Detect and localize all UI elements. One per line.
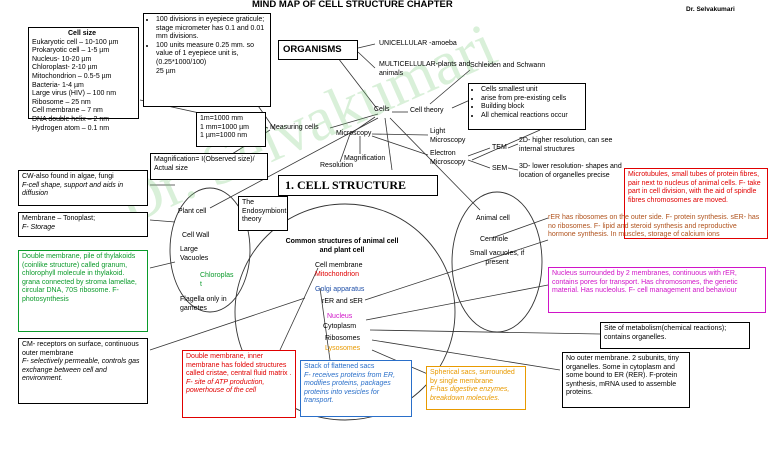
animal-cell-label: Animal cell — [476, 215, 510, 222]
cell-size-line: DNA double helix – 2 nm — [32, 115, 110, 123]
cell-size-line: Hydrogen atom – 0.1 nm — [32, 124, 110, 132]
cell-size-heading: Cell size — [68, 30, 97, 37]
cell-theory-node: Cell theory — [410, 107, 444, 114]
plant-cell-label: Plant cell — [178, 208, 207, 215]
multicellular-label: MULTICELLULAR-plants and animals — [379, 61, 471, 77]
golgi-note: Stack of flattened sacs F- receives prot… — [300, 360, 412, 417]
common-er: rER and sER — [322, 298, 363, 305]
mitochondrion-note: Double membrane, inner membrane has fold… — [182, 350, 296, 418]
golgi-note-function: F- receives proteins from ER, modifies p… — [304, 371, 396, 405]
cell-wall-note-function: F-cell shape, support and aids in diffus… — [22, 181, 124, 198]
lysosomes-note: Spherical sacs, surrounded by single mem… — [426, 366, 526, 410]
tem-description: 2D- higher resolution, can see internal … — [519, 137, 613, 153]
light-microscopy-node: Light Microscopy — [430, 128, 466, 144]
common-nucleus: Nucleus — [327, 313, 353, 320]
cell-size-line: Bacteria- 1-4 µm — [32, 81, 84, 89]
common-ribosomes: Ribosomes — [325, 335, 361, 342]
cell-theory-point: Building block — [481, 103, 582, 112]
electron-microscopy-node: Electron Microscopy — [430, 150, 466, 166]
cell-size-line: Prokaryotic cell – 1-5 µm — [32, 47, 110, 55]
mitochondrion-note-line: Double membrane, inner membrane has fold… — [186, 353, 292, 378]
microtubules-note-wrap: Microtubules, small tubes of protein fib… — [624, 168, 768, 239]
page-title: MIND MAP OF CELL STRUCTURE CHAPTER — [252, 0, 453, 10]
er-note-text: rER has ribosomes on the outer side. F- … — [548, 214, 760, 239]
lysosomes-note-function: F-has digestive enzymes, breakdown molec… — [430, 386, 510, 402]
eyepiece-box: 100 divisions in eyepiece graticule; sta… — [143, 13, 271, 107]
unit-line: 1 µm=1000 nm — [200, 132, 248, 140]
unit-line: 1m=1000 mm — [200, 115, 243, 122]
sem-description: 3D- lower resolution- shapes and locatio… — [519, 163, 622, 179]
cell-size-line: Cell membrane – 7 nm — [32, 107, 103, 115]
organisms-node: ORGANISMS — [278, 40, 358, 60]
golgi-note-line: Stack of flattened sacs — [304, 363, 375, 370]
cell-membrane-note-line: CM- receptors on surface, continuous out… — [22, 341, 139, 357]
measuring-cells-node: Measuring cells — [270, 124, 319, 131]
tem-node: TEM — [492, 144, 507, 151]
cell-size-line: Eukaryotic cell – 10-100 µm — [32, 38, 119, 46]
cells-node: Cells — [374, 106, 390, 113]
er-note: rER has ribosomes on the outer side. F- … — [548, 214, 766, 240]
ribosomes-note: No outer membrane. 2 subunits, tiny orga… — [562, 352, 690, 408]
nucleus-note: Nucleus surrounded by 2 membranes, conti… — [548, 267, 766, 313]
cell-membrane-note: CM- receptors on surface, continuous out… — [18, 338, 148, 404]
eyepiece-line: 100 units measure 0.25 mm. so value of 1… — [156, 42, 267, 68]
mitochondrion-note-function: F- site of ATP production, powerhouse of… — [186, 378, 265, 395]
vacuole-note: Membrane – Tonoplast; F- Storage — [18, 212, 148, 237]
common-cell-membrane: Cell membrane — [315, 262, 363, 269]
plant-item-flagella: Flagella only in gametes — [180, 296, 227, 312]
plant-item-cell-wall: Cell Wall — [182, 232, 210, 239]
unit-line: 1 mm=1000 µm — [200, 123, 249, 131]
common-lysosomes: Lysosomes — [325, 345, 361, 352]
plant-item-vacuoles: Large Vacuoles — [180, 246, 209, 262]
endosymbiont-box: The Endosymbiont theory — [238, 196, 288, 231]
plant-item-chloroplast: Chloroplas t — [200, 272, 234, 288]
magnification-formula-box: Magnification= I(Observed size)/ Actual … — [150, 153, 268, 180]
animal-item-centriole: Centriole — [480, 236, 509, 243]
lysosomes-note-line: Spherical sacs, surrounded by single mem… — [430, 369, 515, 385]
eyepiece-line: 100 divisions in eyepiece graticule; sta… — [156, 16, 267, 42]
cell-theory-point: All chemical reactions occur — [481, 112, 582, 121]
magnification-node: Magnification — [344, 155, 386, 162]
cell-wall-note: CW-also found in algae, fungi F-cell sha… — [18, 170, 148, 206]
cell-size-line: Chloroplast- 2-10 µm — [32, 64, 98, 72]
eyepiece-result: 25 µm — [156, 67, 176, 75]
vacuole-note-line: Membrane – Tonoplast; — [22, 215, 96, 222]
cell-theory-point: Cells smallest unit — [481, 86, 582, 95]
cell-size-line: Mitochondrion – 0.5-5 µm — [32, 72, 112, 80]
microscopy-node: Microscopy — [336, 130, 372, 137]
unicellular-label: UNICELLULAR -amoeba — [379, 40, 457, 47]
central-topic: 1. CELL STRUCTURE — [278, 175, 438, 196]
animal-item-vacuoles: Small vacuoles, if present — [469, 250, 525, 266]
common-golgi: Golgi apparatus — [315, 286, 365, 293]
resolution-node: Resolution — [320, 162, 354, 169]
common-cytoplasm: Cytoplasm — [323, 323, 357, 330]
cell-size-line: Ribosome – 25 nm — [32, 98, 91, 106]
units-box: 1m=1000 mm 1 mm=1000 µm 1 µm=1000 nm — [196, 112, 266, 147]
chloroplast-note: Double membrane, pile of thylakoids (coi… — [18, 250, 148, 332]
cell-membrane-note-function: F- selectively permeable, controls gas e… — [22, 358, 140, 383]
vacuole-note-function: F- Storage — [22, 223, 56, 231]
cell-size-line: Nucleus- 10-20 µm — [32, 55, 92, 63]
microtubules-note: Microtubules, small tubes of protein fib… — [624, 168, 768, 239]
common-structures-heading: Common structures of animal cell and pla… — [285, 238, 399, 254]
cell-wall-note-line: CW-also found in algae, fungi — [22, 173, 114, 180]
cell-size-box: Cell size Eukaryotic cell – 10-100 µm Pr… — [28, 27, 139, 132]
schleiden-label: Schleiden and Schwann — [470, 62, 546, 69]
cytoplasm-note: Site of metabolism(chemical reactions); … — [600, 322, 750, 349]
common-mitochondrion: Mitochondrion — [315, 271, 359, 278]
author: Dr. Selvakumari — [686, 6, 735, 13]
cell-size-line: Large virus (HIV) – 100 nm — [32, 90, 117, 98]
sem-node: SEM — [492, 165, 508, 172]
cell-theory-box: Cells smallest unit arise from pre-exist… — [468, 83, 586, 130]
cell-theory-point: arise from pre-existing cells — [481, 95, 582, 104]
